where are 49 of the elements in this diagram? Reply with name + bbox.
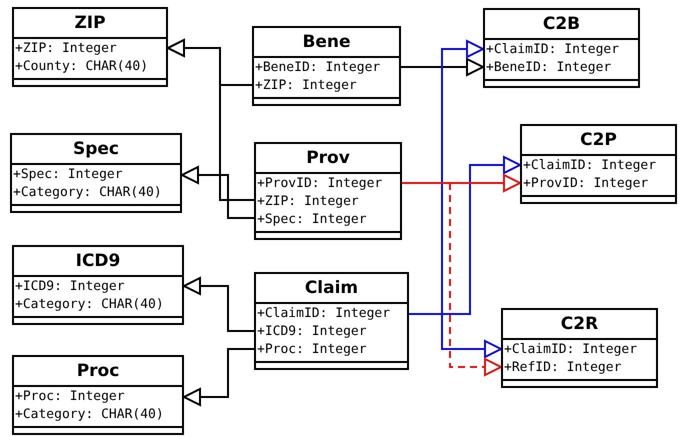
- attribute-text: +BeneID: Integer: [485, 59, 612, 77]
- class-name: Prov: [256, 144, 400, 174]
- class-name: C2B: [485, 10, 638, 40]
- attribute-text: +RefID: Integer: [503, 359, 622, 377]
- class-box: [254, 272, 409, 370]
- class-box: [252, 26, 401, 106]
- connector-arrow: [409, 313, 502, 358]
- class-name: Claim: [256, 274, 407, 304]
- attribute-text: +ICD9: Integer: [256, 323, 368, 341]
- class-name: Spec: [12, 135, 180, 165]
- class-box: [501, 308, 658, 388]
- attribute-text: +BeneID: Integer: [254, 59, 382, 77]
- connector-arrow: [181, 166, 254, 219]
- class-name: ZIP: [14, 9, 166, 39]
- attribute-text: +Proc: Integer: [14, 388, 126, 406]
- connector-arrow: [167, 39, 254, 201]
- connector-arrow: [402, 182, 502, 376]
- class-box: [10, 133, 182, 213]
- class-box: [12, 7, 168, 87]
- attribute-text: +ClaimID: Integer: [522, 157, 658, 175]
- class-box: [12, 245, 184, 325]
- attribute-text: +ClaimID: Integer: [503, 341, 638, 359]
- class-box: [520, 124, 677, 204]
- connector-arrow: [183, 277, 254, 332]
- attribute-text: +Category: CHAR(40): [12, 184, 163, 202]
- class-box: [254, 142, 402, 240]
- attribute-text: +ICD9: Integer: [14, 278, 126, 296]
- class-name: ICD9: [14, 247, 182, 277]
- class-name: C2P: [522, 126, 675, 156]
- attribute-text: +ProvID: Integer: [256, 175, 384, 193]
- class-name: Proc: [14, 357, 182, 387]
- class-name: C2R: [503, 310, 656, 340]
- attribute-text: +Spec: Integer: [12, 166, 124, 184]
- attribute-text: +County: CHAR(40): [14, 58, 150, 76]
- connector-arrow: [183, 348, 254, 406]
- connector-arrow: [401, 58, 484, 76]
- attribute-text: +ProvID: Integer: [522, 175, 650, 193]
- class-box: [483, 8, 640, 88]
- attribute-text: +ZIP: Integer: [254, 77, 358, 95]
- attribute-text: +Proc: Integer: [256, 341, 368, 359]
- attribute-text: +Category: CHAR(40): [14, 296, 165, 314]
- class-name: Bene: [254, 28, 399, 58]
- class-box: [12, 355, 184, 435]
- attribute-text: +Category: CHAR(40): [14, 406, 165, 424]
- attribute-text: +ZIP: Integer: [14, 40, 118, 58]
- attribute-text: +ZIP: Integer: [256, 193, 360, 211]
- attribute-text: +ClaimID: Integer: [256, 305, 392, 323]
- attribute-text: +ClaimID: Integer: [485, 41, 620, 59]
- attribute-text: +Spec: Integer: [256, 211, 368, 229]
